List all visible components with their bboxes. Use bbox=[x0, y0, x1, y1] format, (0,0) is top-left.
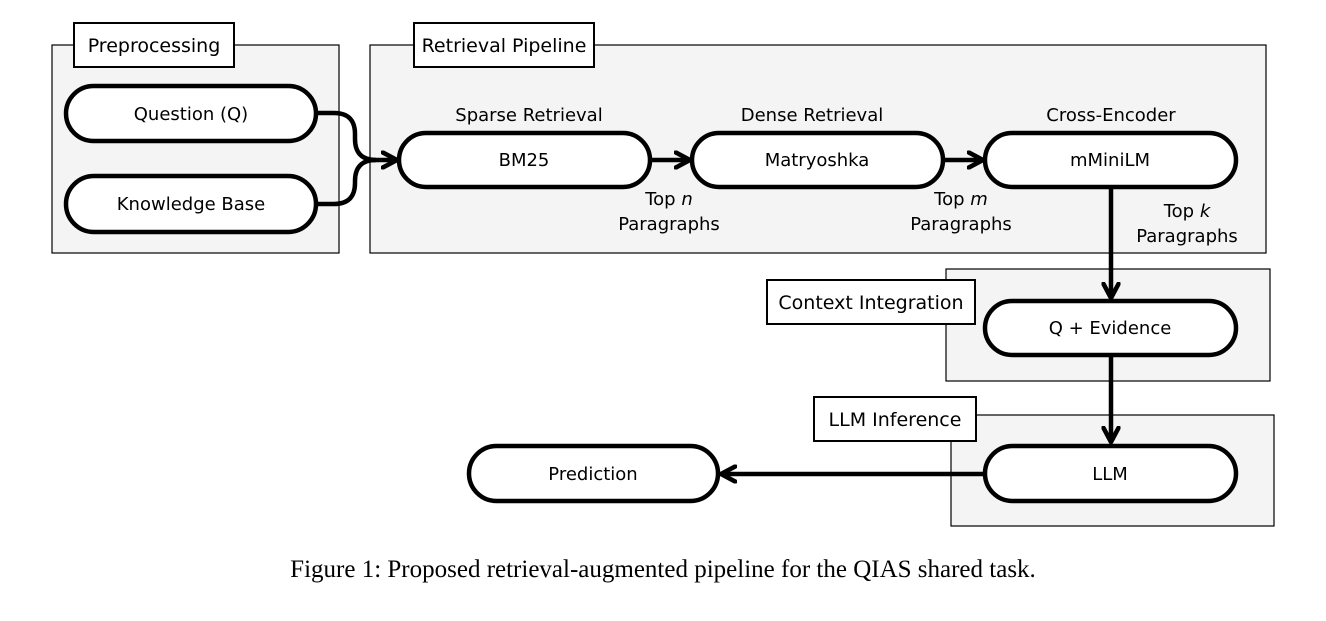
llm-inference-label-text: LLM Inference bbox=[829, 409, 962, 431]
dense-retrieval-heading: Dense Retrieval bbox=[741, 105, 884, 126]
matryoshka-node: Matryoshka bbox=[689, 130, 946, 190]
retrieval-pipeline-label: Retrieval Pipeline bbox=[413, 22, 595, 68]
knowledge-base-node-label: Knowledge Base bbox=[117, 194, 266, 215]
top-m-label: Top m Paragraphs bbox=[910, 189, 1012, 235]
top-m-label-line1: Top m bbox=[933, 189, 988, 210]
top-k-label-line1: Top k bbox=[1163, 201, 1212, 222]
question-node: Question (Q) bbox=[63, 83, 319, 144]
prediction-node: Prediction bbox=[466, 443, 721, 504]
matryoshka-node-label: Matryoshka bbox=[765, 150, 870, 171]
top-n-label: Top n Paragraphs bbox=[618, 189, 720, 235]
knowledge-base-node: Knowledge Base bbox=[63, 173, 319, 235]
preprocessing-label-text: Preprocessing bbox=[88, 35, 221, 57]
top-n-label-line2: Paragraphs bbox=[618, 214, 720, 235]
llm-inference-label: LLM Inference bbox=[813, 396, 977, 442]
figure-caption: Figure 1: Proposed retrieval-augmented p… bbox=[290, 556, 1036, 583]
retrieval-pipeline-label-text: Retrieval Pipeline bbox=[422, 35, 587, 57]
evidence-node-label: Q + Evidence bbox=[1049, 318, 1172, 339]
llm-node: LLM bbox=[982, 443, 1239, 504]
mminilm-node-label: mMiniLM bbox=[1070, 150, 1150, 171]
prediction-node-label: Prediction bbox=[548, 464, 637, 485]
top-k-label: Top k Paragraphs bbox=[1136, 201, 1238, 247]
top-k-label-line2: Paragraphs bbox=[1136, 226, 1238, 247]
knowledge-base-to-bm25-connector bbox=[316, 157, 377, 207]
top-m-label-line2: Paragraphs bbox=[910, 214, 1012, 235]
top-n-label-line1: Top n bbox=[644, 189, 693, 210]
bm25-node: BM25 bbox=[396, 130, 653, 190]
bm25-node-label: BM25 bbox=[499, 150, 550, 171]
sparse-retrieval-heading: Sparse Retrieval bbox=[455, 105, 602, 126]
evidence-node: Q + Evidence bbox=[982, 298, 1239, 358]
preprocessing-label: Preprocessing bbox=[73, 22, 235, 68]
question-node-label: Question (Q) bbox=[134, 104, 248, 125]
llm-node-label: LLM bbox=[1092, 464, 1128, 485]
cross-encoder-heading: Cross-Encoder bbox=[1046, 105, 1176, 126]
context-integration-label-text: Context Integration bbox=[778, 292, 963, 314]
context-integration-label: Context Integration bbox=[766, 279, 976, 325]
mminilm-node: mMiniLM bbox=[982, 130, 1239, 190]
